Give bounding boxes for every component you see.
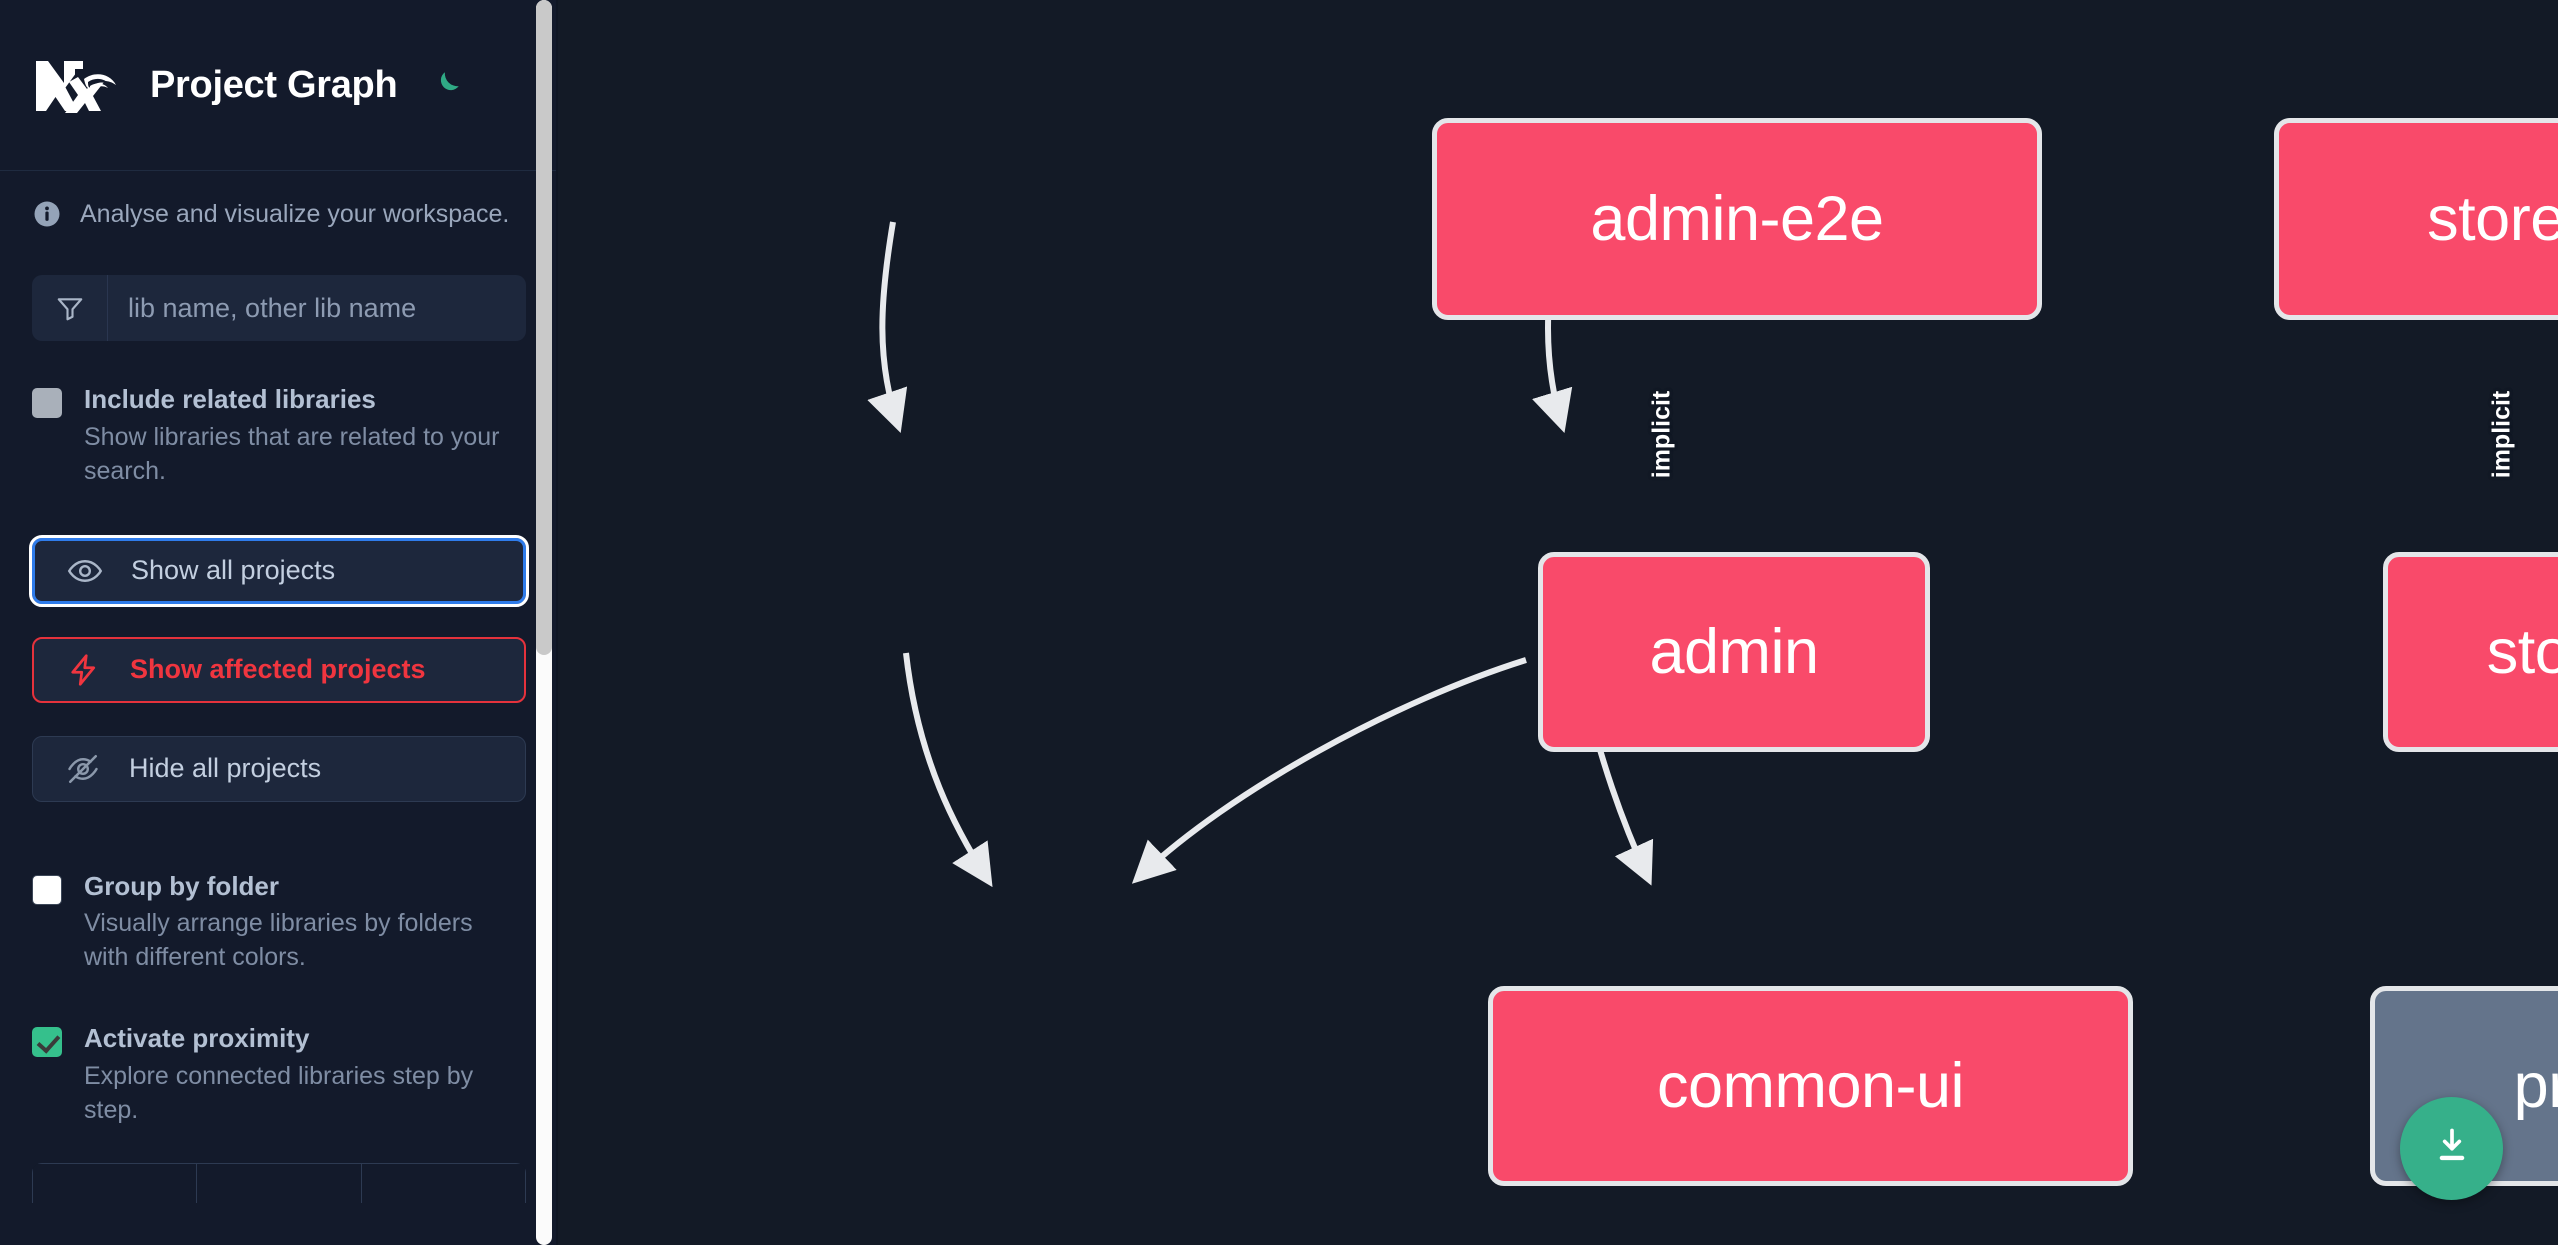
sidebar-subtitle: Analyse and visualize your workspace. [80, 199, 510, 228]
graph-canvas[interactable]: admin-e2e store-e2e admin store common-u… [558, 0, 2558, 1245]
moon-icon[interactable] [423, 62, 469, 108]
show-affected-projects-button[interactable]: Show affected projects [32, 636, 526, 703]
graph-node-store[interactable]: store [2383, 552, 2558, 752]
checkbox-include-related-libraries[interactable] [32, 388, 62, 418]
option-description: Explore connected libraries step by step… [84, 1061, 474, 1124]
edge-label-implicit-store: implicit [2487, 390, 2516, 479]
option-text: Group by folder Visually arrange librari… [84, 870, 514, 975]
edge-admin-to-common-ui [903, 652, 993, 888]
eye-icon [65, 551, 105, 591]
lightning-bolt-icon [64, 650, 104, 690]
checkbox-group-by-folder[interactable] [32, 874, 62, 905]
graph-node-admin[interactable]: admin [1538, 552, 1930, 752]
show-all-projects-label: Show all projects [131, 555, 336, 585]
hide-all-projects-button[interactable]: Hide all projects [32, 735, 526, 802]
graph-node-label: products [2513, 1051, 2558, 1121]
graph-node-label: common-ui [1656, 1051, 1965, 1121]
hide-all-projects-label: Hide all projects [129, 753, 322, 783]
edge-admin-e2e-to-admin [867, 221, 908, 433]
show-all-projects-button[interactable]: Show all projects [29, 534, 529, 607]
option-label: Include related libraries [84, 384, 376, 414]
sidebar-subtitle-row: Analyse and visualize your workspace. [0, 171, 558, 229]
show-affected-projects-label: Show affected projects [130, 654, 426, 684]
proximity-step-segment[interactable] [361, 1162, 526, 1203]
option-text: Activate proximity Explore connected lib… [84, 1022, 514, 1127]
option-activate-proximity[interactable]: Activate proximity Explore connected lib… [32, 1022, 526, 1127]
download-image-button[interactable] [2400, 1097, 2503, 1200]
filter-funnel-icon [32, 275, 108, 341]
page-title: Project Graph [150, 63, 398, 106]
option-description: Show libraries that are related to your … [84, 422, 500, 485]
sidebar-scrollbar-thumb[interactable] [536, 0, 552, 655]
checkbox-activate-proximity[interactable] [32, 1027, 62, 1057]
option-group-by-folder[interactable]: Group by folder Visually arrange librari… [32, 870, 526, 975]
eye-off-icon [63, 749, 103, 789]
search-input[interactable] [108, 275, 526, 341]
graph-node-store-e2e[interactable]: store-e2e [2274, 118, 2558, 320]
download-icon [2430, 1124, 2474, 1173]
graph-node-admin-e2e[interactable]: admin-e2e [1432, 118, 2042, 320]
option-include-related-libraries[interactable]: Include related libraries Show libraries… [32, 383, 526, 488]
proximity-step-segment[interactable] [197, 1162, 362, 1203]
edge-label-implicit-admin: implicit [1647, 390, 1676, 479]
option-text: Include related libraries Show libraries… [84, 383, 514, 488]
edge-store-to-common-ui [1131, 657, 1527, 884]
info-circle-icon [32, 199, 62, 229]
sidebar: Project Graph Analyse and visualize your… [0, 0, 558, 1245]
sidebar-divider [556, 0, 558, 1245]
nx-logo-icon [32, 55, 124, 115]
sidebar-body: Include related libraries Show libraries… [0, 275, 558, 1203]
search-input-wrapper[interactable] [32, 275, 526, 341]
graph-node-label: admin [1649, 617, 1819, 687]
sidebar-scrollbar[interactable] [536, 0, 552, 1245]
option-description: Visually arrange libraries by folders wi… [84, 909, 473, 971]
proximity-step-group[interactable] [32, 1162, 526, 1203]
option-label: Group by folder [84, 870, 279, 901]
graph-node-label: store [2486, 617, 2558, 687]
proximity-step-segment[interactable] [32, 1162, 198, 1203]
graph-node-label: store-e2e [2427, 184, 2558, 254]
sidebar-header: Project Graph [0, 0, 558, 171]
option-label: Activate proximity [84, 1023, 310, 1053]
graph-node-common-ui[interactable]: common-ui [1488, 986, 2133, 1186]
graph-node-label: admin-e2e [1590, 184, 1884, 254]
